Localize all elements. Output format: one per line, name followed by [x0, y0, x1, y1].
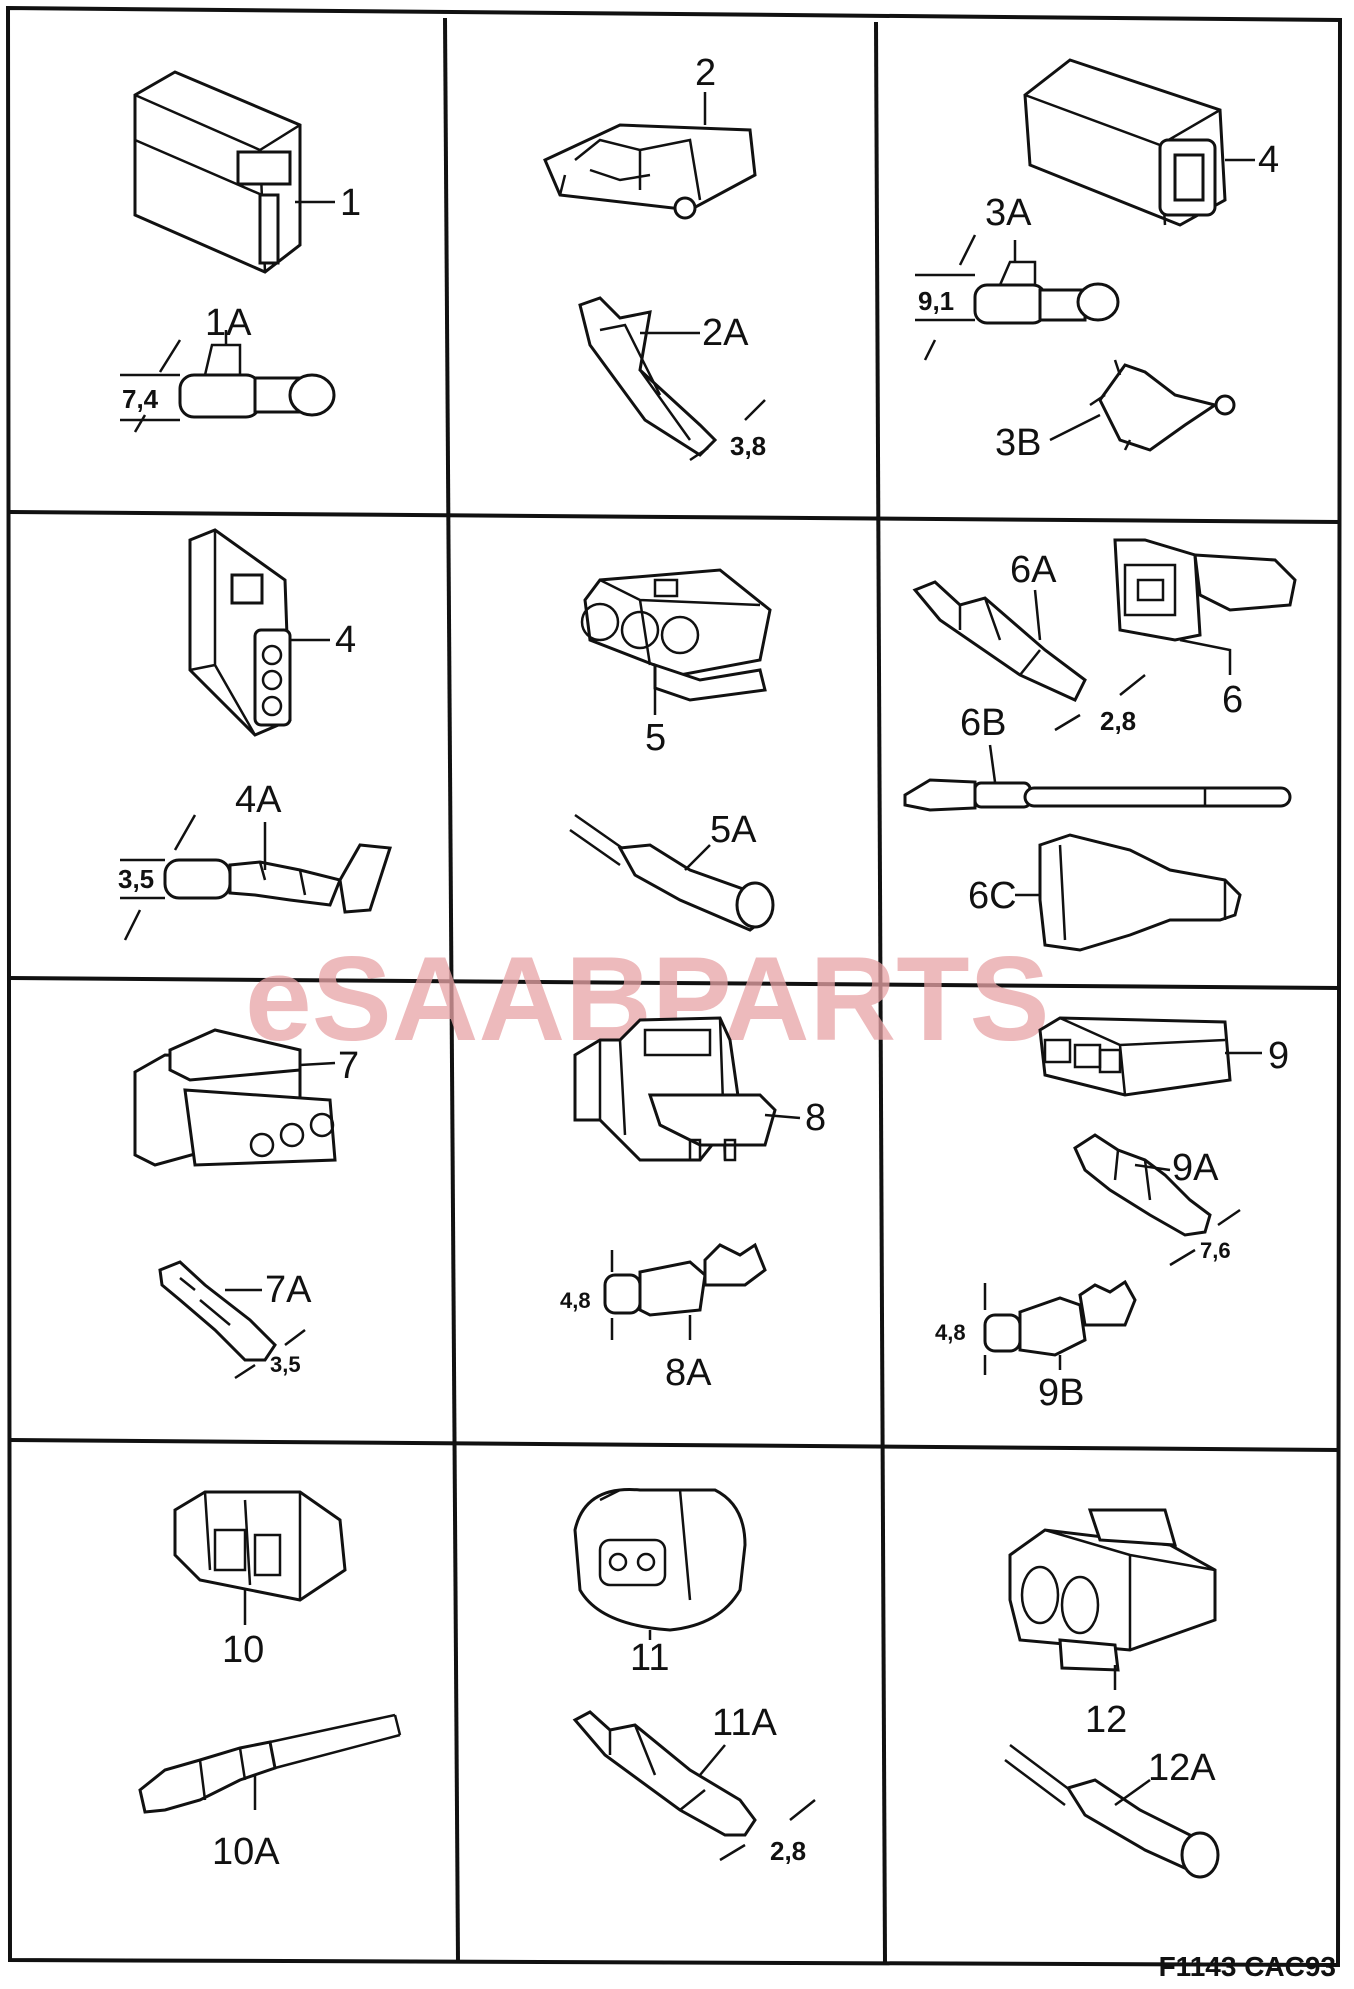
dimension-arrows-7A — [234, 1329, 306, 1380]
label-6: 6 — [1222, 679, 1243, 721]
dimension-arrows-11A — [719, 1799, 816, 1862]
leader-11A — [699, 1744, 726, 1776]
dimension-9B: 4,8 — [935, 1320, 966, 1345]
terminal-11A-drawing — [572, 1710, 757, 1837]
terminal-4A-drawing — [163, 843, 392, 914]
terminal-10A-drawing — [138, 1713, 402, 1814]
leader-6A — [1033, 589, 1042, 641]
label-7: 7 — [338, 1045, 359, 1087]
label-11A: 11A — [712, 1702, 777, 1744]
label-2: 2 — [695, 52, 716, 94]
dimension-8A: 4,8 — [560, 1288, 591, 1313]
dimension-arrows-2A — [689, 399, 766, 462]
label-1: 1 — [340, 182, 361, 224]
connector-4-drawing — [188, 528, 292, 737]
label-12A: 12A — [1148, 1747, 1216, 1789]
terminal-8A-drawing — [603, 1242, 767, 1317]
label-9: 9 — [1268, 1035, 1289, 1077]
label-2A: 2A — [702, 312, 749, 354]
dimension-6A: 2,8 — [1100, 706, 1136, 736]
leader-12A — [1114, 1778, 1151, 1807]
terminal-3A-drawing — [973, 260, 1120, 325]
dimension-2A: 3,8 — [730, 431, 766, 461]
label-11: 11 — [630, 1637, 669, 1679]
leader-9A — [1134, 1163, 1171, 1172]
label-10: 10 — [222, 1629, 264, 1671]
dimension-arrows-9A — [1169, 1208, 1241, 1267]
dimension-3A: 9,1 — [918, 286, 954, 316]
dimension-arrows-1A — [120, 339, 182, 433]
connector-6-drawing — [1113, 538, 1297, 642]
connector-4-top-drawing — [1023, 58, 1227, 227]
label-6B: 6B — [960, 702, 1006, 744]
label-6A: 6A — [1010, 549, 1057, 591]
label-6C: 6C — [968, 875, 1017, 917]
connector-10-drawing — [173, 1490, 347, 1602]
label-9B: 9B — [1038, 1372, 1084, 1414]
label-5A: 5A — [710, 809, 757, 851]
label-8A: 8A — [665, 1352, 712, 1394]
label-4A: 4A — [235, 779, 282, 821]
dimension-4A: 3,5 — [118, 864, 154, 894]
terminal-1A-drawing — [178, 343, 336, 419]
terminal-12A-drawing — [1004, 1744, 1220, 1879]
leader-5A — [684, 844, 711, 871]
terminal-7A-drawing — [158, 1260, 277, 1362]
terminal-6A-drawing — [912, 580, 1087, 702]
label-1A: 1A — [205, 302, 252, 344]
dimension-9A: 7,6 — [1200, 1238, 1231, 1263]
dimension-arrows-4A — [120, 814, 197, 941]
label-5: 5 — [645, 717, 666, 759]
dimension-7A: 3,5 — [270, 1352, 301, 1377]
label-4: 4 — [335, 619, 356, 661]
connector-9-drawing — [1038, 1016, 1232, 1097]
leader-3B — [1049, 413, 1101, 442]
leader-7 — [299, 1061, 336, 1067]
label-3B: 3B — [995, 422, 1041, 464]
connector-2-drawing — [543, 123, 757, 220]
boot-6C-drawing — [1038, 833, 1242, 952]
dimension-arrows-6A — [1054, 674, 1146, 732]
terminal-6B-drawing — [903, 778, 1292, 812]
figure-reference-code: F1143 CAC93 — [1158, 1951, 1336, 1982]
terminal-9B-drawing — [983, 1279, 1137, 1357]
label-4-top: 4 — [1258, 139, 1279, 181]
seal-3B-drawing — [1089, 359, 1236, 452]
dimension-arrows-3A — [915, 234, 977, 361]
terminal-5A-drawing — [569, 813, 775, 932]
leader-6B — [988, 744, 997, 783]
connector-5-drawing — [580, 568, 772, 702]
connector-1-drawing — [133, 70, 302, 274]
label-3A: 3A — [985, 192, 1032, 234]
leader-8 — [764, 1113, 801, 1120]
connector-12-drawing — [1008, 1508, 1217, 1672]
dimension-11A: 2,8 — [770, 1836, 806, 1866]
label-7A: 7A — [265, 1269, 312, 1311]
connector-7-drawing — [133, 1028, 337, 1167]
diagram-grid — [5, 5, 1343, 1968]
label-8: 8 — [805, 1097, 826, 1139]
label-12: 12 — [1085, 1699, 1127, 1741]
label-10A: 10A — [212, 1831, 280, 1873]
label-9A: 9A — [1172, 1147, 1219, 1189]
connector-8-drawing — [573, 1016, 777, 1162]
connector-11-drawing — [573, 1488, 747, 1632]
leader-6 — [1179, 638, 1232, 675]
terminal-2A-drawing — [578, 296, 718, 457]
dimension-1A: 7,4 — [122, 384, 159, 414]
